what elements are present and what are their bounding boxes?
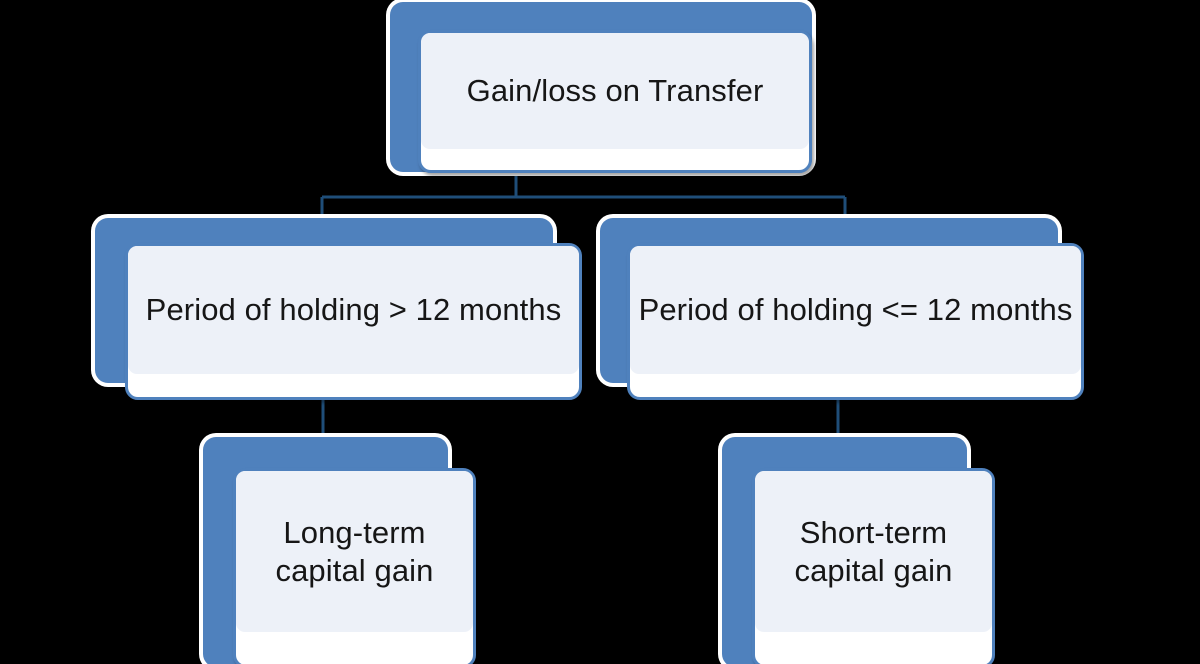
node-label: Short-term capital gain bbox=[794, 514, 953, 588]
node-label: Long-term capital gain bbox=[275, 514, 434, 588]
node-text-frame: Period of holding <= 12 months bbox=[630, 246, 1081, 374]
node-text-frame: Long-term capital gain bbox=[236, 471, 473, 632]
node-label: Period of holding > 12 months bbox=[145, 292, 562, 328]
node-label: Period of holding <= 12 months bbox=[638, 292, 1073, 328]
node-text-frame: Period of holding > 12 months bbox=[128, 246, 579, 374]
node-gain-loss-on-transfer[interactable]: Gain/loss on Transfer bbox=[0, 0, 1200, 200]
node-text-frame: Short-term capital gain bbox=[755, 471, 992, 632]
node-period-of-holding-lte-12-months[interactable]: Period of holding <= 12 months bbox=[0, 0, 1200, 420]
node-label: Gain/loss on Transfer bbox=[466, 73, 764, 109]
node-text-frame: Gain/loss on Transfer bbox=[421, 33, 809, 149]
node-period-of-holding-gt-12-months[interactable]: Period of holding > 12 months bbox=[0, 0, 1200, 420]
